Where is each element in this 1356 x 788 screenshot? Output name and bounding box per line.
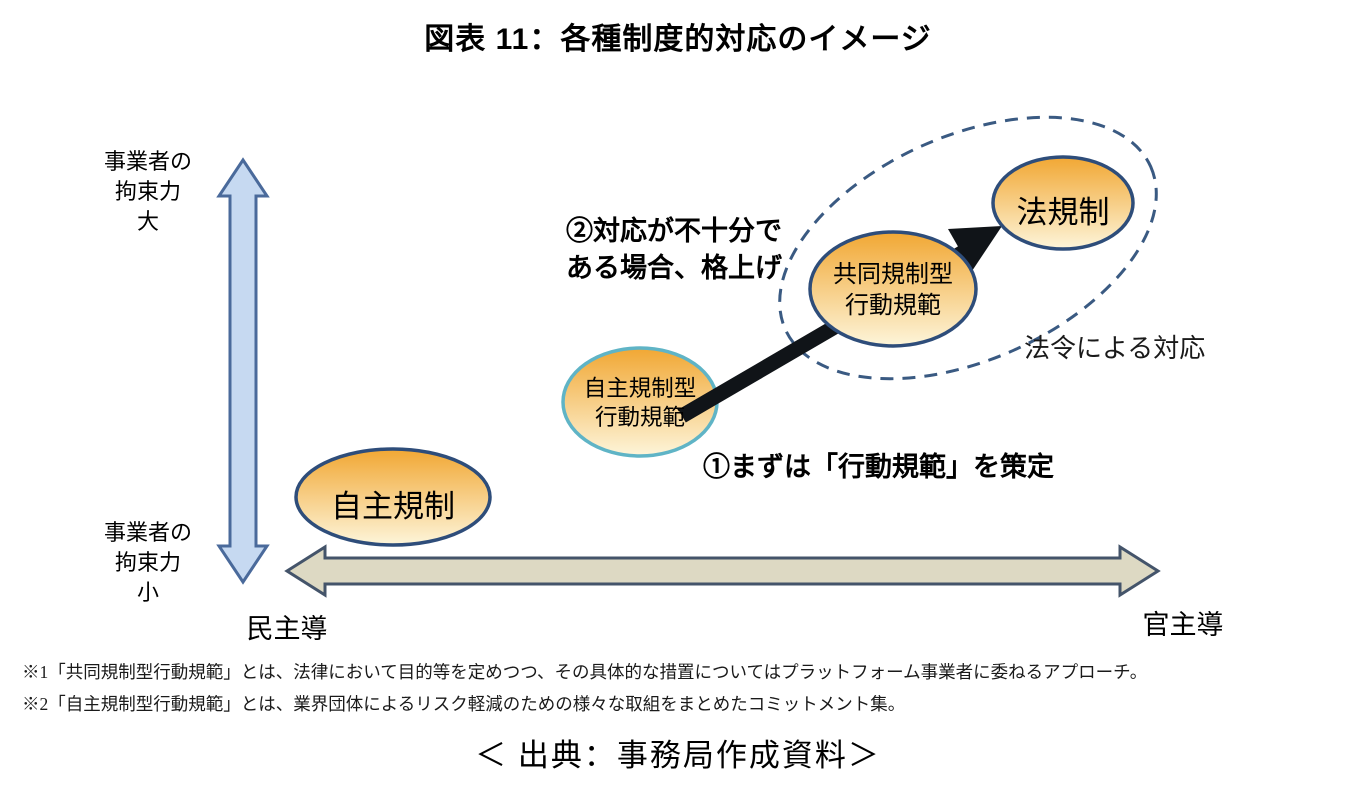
- figure-title: 図表 11：各種制度的対応のイメージ: [424, 23, 932, 56]
- legal-regulation-label: 法規制: [1016, 195, 1110, 230]
- legal-response-group-label: 法令による対応: [1024, 333, 1206, 363]
- self-regulation-label: 自主規制: [331, 489, 455, 524]
- y-axis-top-label: 事業者の 拘束力 大: [103, 149, 192, 234]
- source-caption: ＜ 出典：事務局作成資料＞: [475, 738, 881, 773]
- self-regulation-code-label: 自主規制型 行動規範: [583, 376, 697, 430]
- legal-response-group-dashed-ellipse: [778, 115, 1158, 381]
- co-regulation-code-label: 共同規制型 行動規範: [833, 261, 953, 319]
- legal-regulation-ellipse: [991, 155, 1135, 251]
- footnote-1: ※1「共同規制型行動規範」とは、法律において目的等を定めつつ、その具体的な措置に…: [22, 662, 1148, 682]
- footnote-2: ※2「自主規制型行動規範」とは、業界団体によるリスク軽減のための様々な取組をまと…: [22, 694, 906, 714]
- y-axis-bottom-label: 事業者の 拘束力 小: [103, 520, 192, 605]
- step2-upgrade-annotation: ②対応が不十分で ある場合、格上げ: [566, 216, 782, 283]
- horizontal-axis-arrow: [284, 544, 1161, 598]
- upgrade-arrow-head: [948, 226, 1002, 271]
- x-axis-left-label: 民主導: [246, 614, 328, 644]
- self-regulation-ellipse: [294, 447, 492, 547]
- co-regulation-code-ellipse: [808, 230, 978, 348]
- vertical-axis-arrow: [216, 157, 270, 585]
- step1-code-annotation: ①まずは「行動規範」を策定: [703, 452, 1054, 482]
- x-axis-right-label: 官主導: [1142, 610, 1224, 640]
